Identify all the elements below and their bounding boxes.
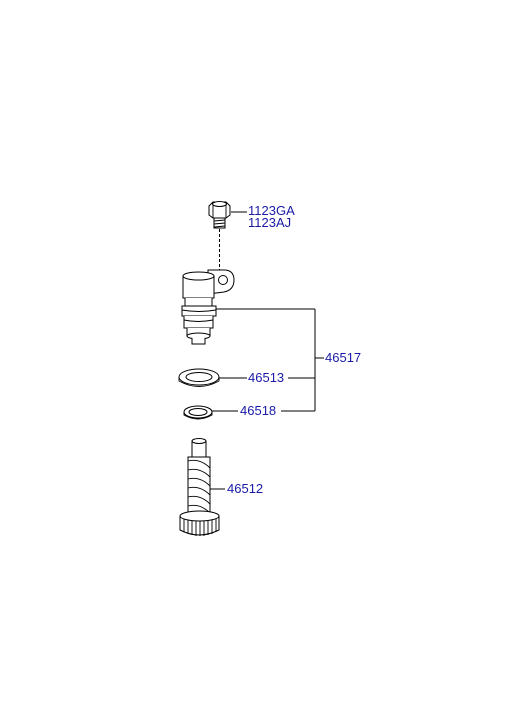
- bolt[interactable]: [208, 201, 231, 273]
- driven-gear[interactable]: [179, 438, 220, 537]
- seal-ring[interactable]: [183, 405, 213, 420]
- o-ring[interactable]: [178, 368, 220, 387]
- leader-lines: [210, 308, 324, 490]
- seal-ring-part-number[interactable]: 46518: [240, 403, 276, 418]
- sleeve-body[interactable]: [181, 269, 235, 345]
- bolt-code-1[interactable]: 1123GA: [248, 203, 295, 218]
- o-ring-part-number[interactable]: 46513: [248, 370, 284, 385]
- bolt-code-2[interactable]: 1123AJ: [248, 215, 291, 230]
- driven-gear-part-number[interactable]: 46512: [227, 481, 263, 496]
- assembly-part-number[interactable]: 46517: [325, 350, 361, 365]
